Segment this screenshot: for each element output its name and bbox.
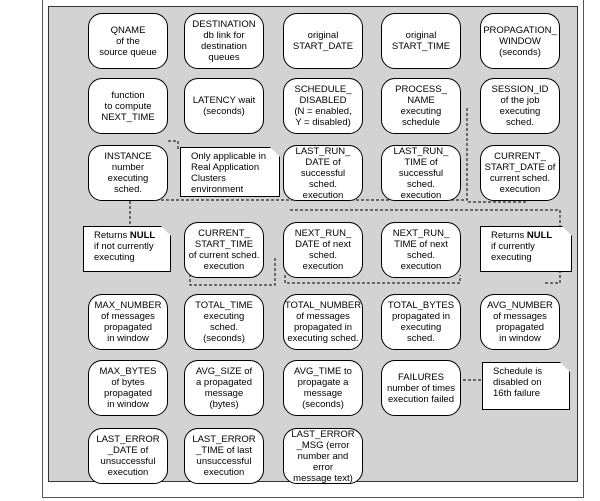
field-box-schedule-disabled: SCHEDULE_ DISABLED (N = enabled, Y = dis… [283, 78, 363, 134]
null-not-executing-note: Returns NULL if not currently executing [83, 226, 171, 272]
field-box-avg-size: AVG_SIZE of a propagated message (bytes) [184, 360, 264, 416]
next-run-bottom [284, 275, 461, 284]
field-box-next-run-time: NEXT_RUN_ TIME of next sched. execution [381, 222, 461, 278]
field-box-session-id: SESSION_ID of the job executing sched. [480, 78, 560, 134]
field-box-failures: FAILURES number of times execution faile… [381, 360, 461, 416]
field-box-destination: DESTINATION db link for destination queu… [184, 13, 264, 69]
failure-note: Schedule is disabled on 16th failure [482, 362, 570, 410]
field-box-instance: INSTANCE number executing sched. [88, 145, 168, 201]
field-box-last-error-msg: LAST_ERROR _MSG (error number and error … [283, 428, 363, 484]
field-box-qname: QNAME of the source queue [88, 13, 168, 69]
field-box-next-run-date: NEXT_RUN_ DATE of next sched. execution [283, 222, 363, 278]
field-box-propagation-window: PROPAGATION_ WINDOW (seconds) [480, 13, 560, 69]
field-box-current-start-time: CURRENT_ START_TIME of current sched. ex… [184, 222, 264, 278]
field-box-total-number: TOTAL_NUMBER of messages propagated in e… [283, 294, 363, 350]
field-box-latency: LATENCY wait (seconds) [184, 78, 264, 134]
null-currently-executing-note: Returns NULL if currently executing [480, 226, 572, 272]
field-box-avg-number: AVG_NUMBER of messages propagated in win… [480, 294, 560, 350]
field-box-last-error-time: LAST_ERROR _TIME of last unsuccessful ex… [184, 428, 264, 484]
field-box-total-bytes: TOTAL_BYTES propagated in executing sche… [381, 294, 461, 350]
outer-frame [42, 0, 584, 498]
field-box-last-run-time: LAST_RUN_ TIME of successful sched. exec… [381, 145, 461, 201]
field-box-max-number: MAX_NUMBER of messages propagated in win… [88, 294, 168, 350]
field-box-start-time: original START_TIME [381, 13, 461, 69]
field-box-avg-time: AVG_TIME to propagate a message (seconds… [283, 360, 363, 416]
field-box-process-name: PROCESS_ NAME executing schedule [381, 78, 461, 134]
field-box-last-error-date: LAST_ERROR _DATE of unsuccessful executi… [88, 428, 168, 484]
field-box-next-time-function: function to compute NEXT_TIME [88, 78, 168, 134]
field-box-current-start-date: CURRENT_ START_DATE of current sched. ex… [480, 145, 560, 201]
null-group-bottom [189, 258, 276, 286]
field-box-total-time: TOTAL_TIME executing sched. (seconds) [184, 294, 264, 350]
field-box-last-run-date: LAST_RUN_ DATE of successful sched. exec… [283, 145, 363, 201]
instance-note-connector [168, 140, 179, 150]
field-box-max-bytes: MAX_BYTES of bytes propagated in window [88, 360, 168, 416]
field-box-start-date: original START_DATE [283, 13, 363, 69]
rac-note: Only applicable in Real Application Clus… [180, 147, 280, 197]
